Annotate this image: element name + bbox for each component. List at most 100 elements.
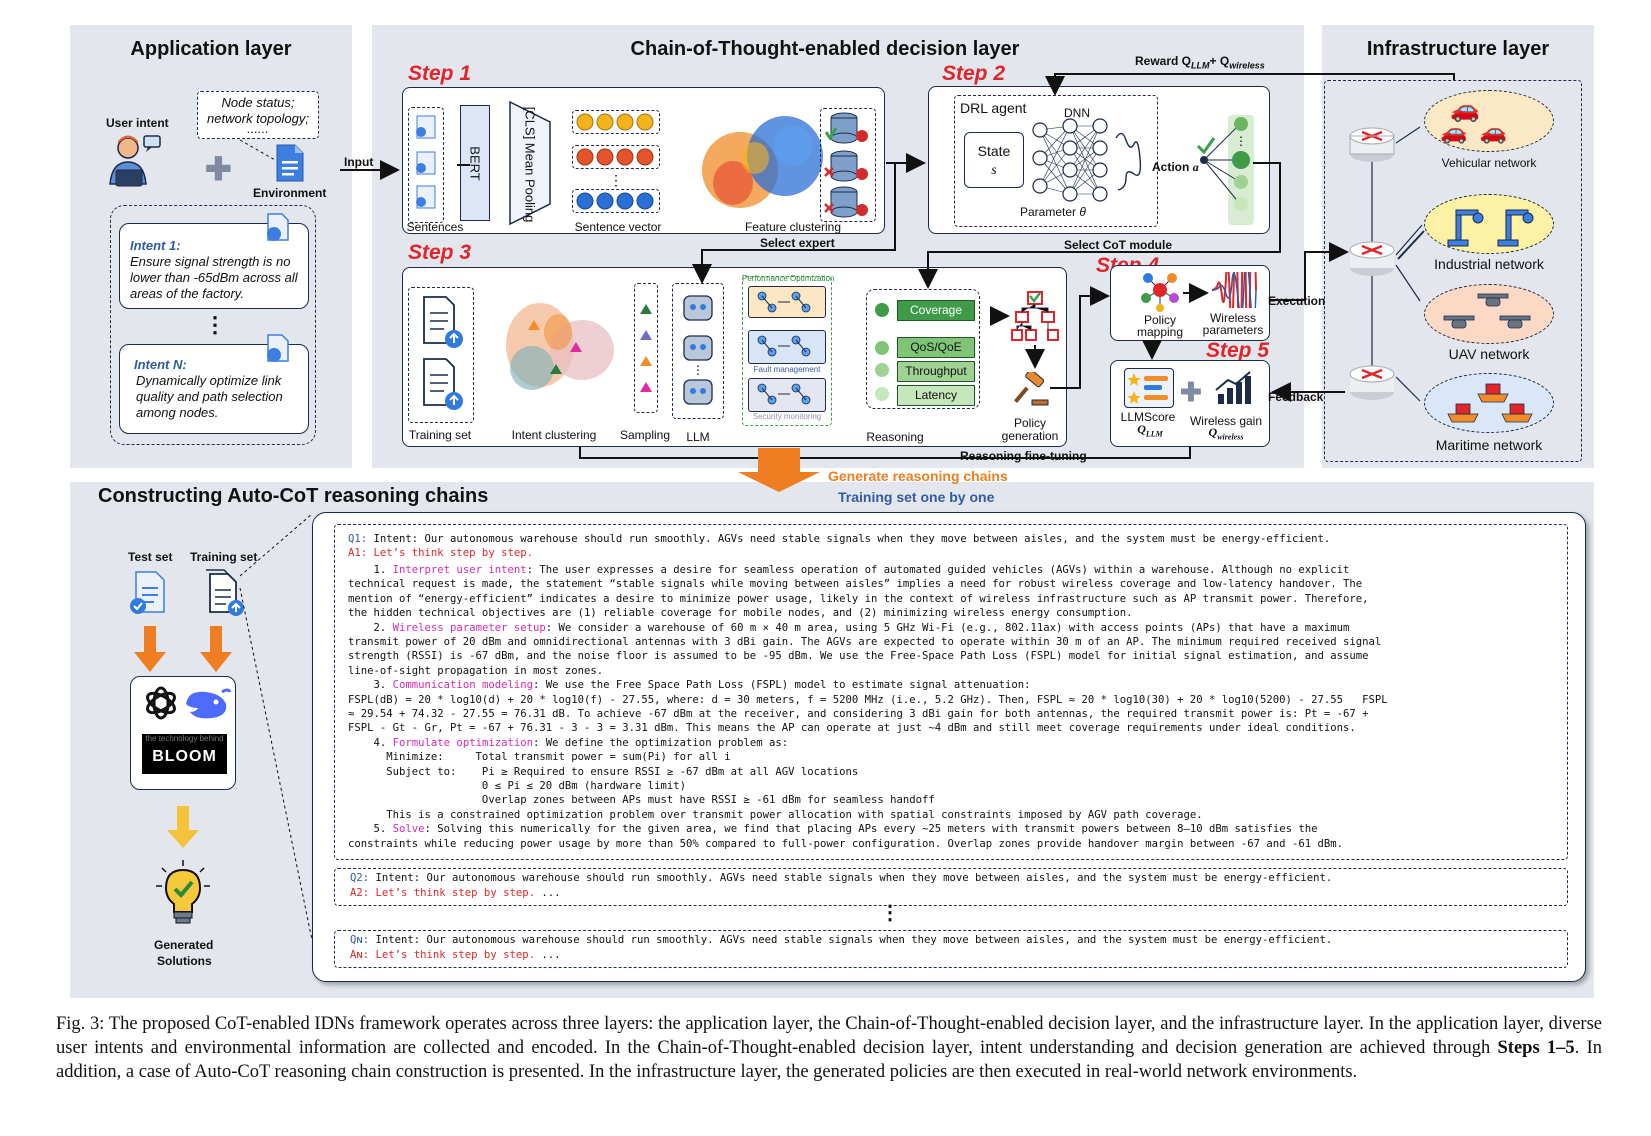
autocot-training-set-label: Training set bbox=[190, 550, 258, 564]
llm-robot-icons: ⋮ bbox=[683, 295, 713, 405]
sentence-vector-label: Sentence vector bbox=[574, 220, 662, 234]
llm-label: LLM bbox=[686, 430, 710, 444]
q2-line: Q2: Intent: Our autonomous warehouse sho… bbox=[350, 871, 1332, 885]
router-network-links bbox=[1395, 126, 1425, 402]
reasoning-group bbox=[866, 289, 980, 409]
q2-block bbox=[334, 868, 1568, 906]
maritime-network-ellipse bbox=[1424, 373, 1554, 433]
pooling-trapezoid bbox=[509, 100, 551, 226]
vehicular-network-ellipse bbox=[1424, 90, 1554, 152]
s2-num: 2. bbox=[348, 621, 393, 634]
sentence-doc-icons bbox=[416, 115, 436, 209]
step1-line: 1. Interpret user intent: The user expre… bbox=[348, 563, 1350, 577]
throughput-dot bbox=[875, 363, 889, 377]
environment-note-line1: Node status; bbox=[221, 95, 295, 110]
s4-line-5: Overlap zones between APs must have RSSI… bbox=[348, 794, 935, 807]
intent-1-text: Ensure signal strength is no lower than … bbox=[130, 254, 298, 301]
gavel-icon bbox=[1014, 372, 1049, 406]
state-label: State bbox=[977, 143, 1011, 159]
ship-icons bbox=[1447, 383, 1533, 423]
q-wireless-sub: wireless bbox=[1217, 432, 1244, 442]
q1-line: Q1: Intent: Our autonomous warehouse sho… bbox=[348, 532, 1330, 546]
step-5-label: Step 5 bbox=[1206, 339, 1270, 362]
coverage-box: Coverage bbox=[897, 300, 975, 321]
expert-modules-group bbox=[742, 276, 832, 426]
q2-text: Intent: Our autonomous warehouse should … bbox=[369, 872, 1333, 884]
qn-label: Qɴ: bbox=[350, 934, 370, 946]
lightbulb-icon bbox=[156, 860, 210, 924]
wireless-wave-icon bbox=[1211, 272, 1257, 308]
reward-q-wireless-sub: wireless bbox=[1229, 60, 1265, 71]
an-line: Aɴ: Let’s think step by step. ... bbox=[350, 948, 560, 962]
security-mon-label: Security monitoring bbox=[752, 412, 822, 421]
reasoning-finetuning-label: Reasoning fine-tuning bbox=[960, 449, 1087, 463]
s4-line-2: Minimize: Total transmit power = sum(Pi)… bbox=[348, 751, 731, 764]
select-expert-label: Select expert bbox=[760, 236, 835, 250]
intent-1-title: Intent 1: bbox=[130, 238, 181, 253]
solutions-label: Solutions bbox=[157, 954, 212, 968]
user-intent-label: User intent bbox=[106, 116, 169, 130]
q-llm-label: QLLM bbox=[1126, 422, 1174, 438]
svg-text:⋮: ⋮ bbox=[1235, 134, 1247, 148]
user-laptop-icon bbox=[109, 135, 161, 187]
feature-clustering-plot bbox=[702, 116, 823, 208]
q-wireless-label: Qwireless bbox=[1190, 425, 1262, 441]
action-label: Action a bbox=[1152, 160, 1199, 175]
environment-label: Environment bbox=[253, 186, 327, 200]
intents-container bbox=[110, 205, 316, 445]
flow-arrows bbox=[239, 73, 1455, 492]
expert-module-graphs bbox=[757, 291, 811, 405]
orange-down-arrows bbox=[134, 626, 232, 672]
step4-line: 4. Formulate optimization: We define the… bbox=[348, 736, 789, 750]
intents-ellipsis: ⋮ bbox=[204, 312, 226, 337]
drl-agent-label: DRL agent bbox=[960, 100, 1027, 116]
sentence-vector-row-1 bbox=[572, 110, 660, 134]
throughput-box: Throughput bbox=[897, 361, 975, 382]
s3-num: 3. bbox=[348, 679, 393, 692]
sentence-vector-row-3 bbox=[572, 189, 660, 213]
bloom-text: BLOOM bbox=[152, 748, 217, 765]
reward-text: Reward Q bbox=[1135, 54, 1192, 68]
environment-note-line3: ...... bbox=[247, 121, 269, 136]
industrial-network-label: Industrial network bbox=[1434, 256, 1544, 272]
intent-clustering-label: Intent clustering bbox=[511, 428, 597, 442]
reasoning-chain-card bbox=[312, 512, 1586, 982]
sentences-label: Sentences bbox=[406, 220, 464, 234]
sentence-vector-dots: ⋮ bbox=[576, 113, 654, 210]
vehicle-icons-row: 🚗 🚗 bbox=[1440, 119, 1508, 144]
action-symbol: a bbox=[1192, 160, 1199, 174]
q1-block bbox=[334, 524, 1568, 860]
s4-line-4: 0 ≤ Pi ≤ 20 dBm (hardware limit) bbox=[348, 780, 687, 792]
bloom-small-text: the technology behind bbox=[145, 734, 224, 743]
sampling-group bbox=[634, 283, 658, 413]
sampling-triangles bbox=[640, 304, 652, 392]
wireless-gain-bar-icon bbox=[1215, 371, 1251, 404]
autocot-title: Constructing Auto-CoT reasoning chains bbox=[98, 485, 489, 507]
s5-text: : Solving this numerically for the given… bbox=[424, 823, 1318, 836]
s3-line-3: ≈ 29.54 + 74.32 - 27.55 = 76.31 dB. To a… bbox=[348, 708, 1369, 720]
training-one-by-one-label: Training set one by one bbox=[838, 489, 995, 505]
deepseek-whale-icon bbox=[186, 688, 232, 719]
s1-text: : The user expresses a desire for seamle… bbox=[526, 564, 1350, 576]
svg-text:⋮: ⋮ bbox=[609, 172, 623, 188]
qos-box: QoS/QoE bbox=[897, 337, 975, 358]
s1-line-3: mention of “energy-efficient” indicates … bbox=[348, 592, 1369, 605]
environment-note bbox=[197, 91, 319, 139]
llmscore-star-icon bbox=[1128, 373, 1168, 404]
parameter-text: Parameter bbox=[1020, 205, 1077, 219]
bloom-logo bbox=[142, 734, 227, 774]
reasoning-label: Reasoning bbox=[866, 430, 924, 444]
sampling-label: Sampling bbox=[619, 428, 671, 442]
chains-vdots: ⋮ bbox=[880, 902, 900, 924]
s5-num: 5. bbox=[348, 823, 393, 836]
s2-line-2: transmit power of 20 dBm and omnidirecti… bbox=[348, 636, 1382, 648]
q-llm-sub: LLM bbox=[1145, 429, 1163, 439]
reward-label: Reward QLLM+ Qwireless bbox=[1135, 54, 1265, 70]
q1-text: Intent: Our autonomous warehouse should … bbox=[367, 533, 1331, 545]
reward-plus: + Q bbox=[1209, 54, 1230, 68]
qn-text: Intent: Our autonomous warehouse should … bbox=[369, 934, 1333, 946]
fault-mgmt-module bbox=[748, 330, 826, 364]
training-set-callout-lines bbox=[239, 513, 313, 941]
infrastructure-dashed-frame bbox=[1324, 80, 1582, 462]
parameter-label: Parameter θ bbox=[1020, 205, 1086, 219]
